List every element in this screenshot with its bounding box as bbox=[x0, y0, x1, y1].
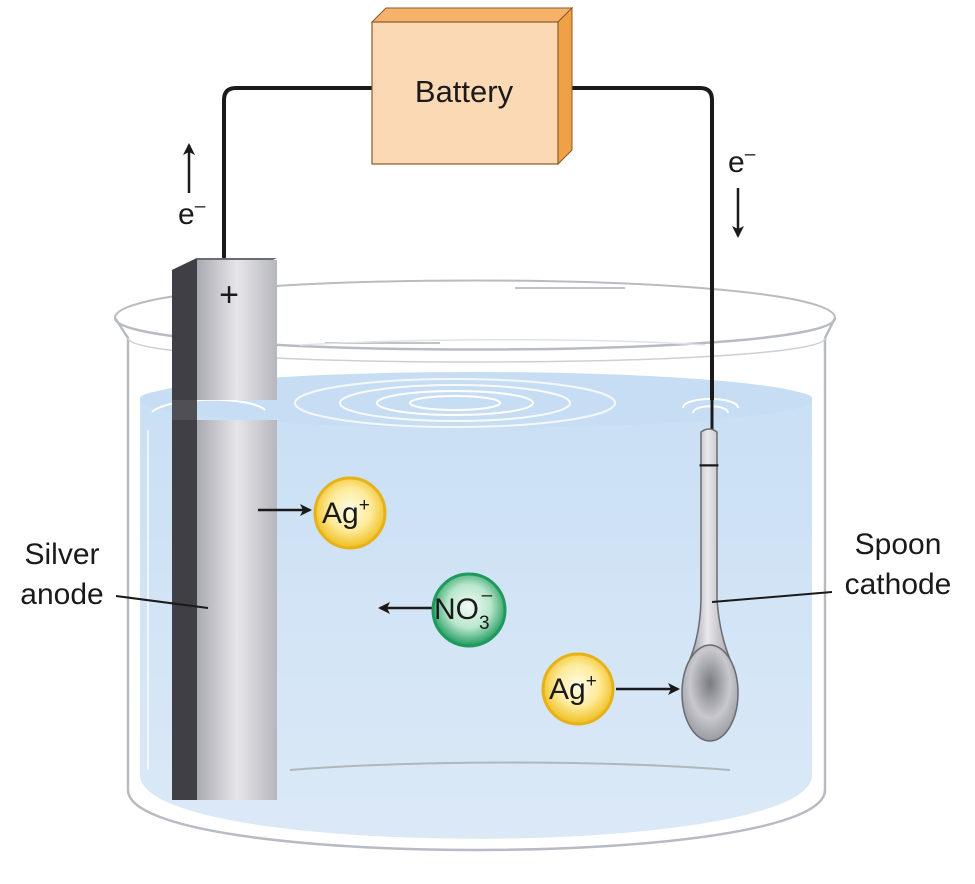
silver-ion-top-label: Ag+ bbox=[322, 495, 370, 530]
battery: Battery bbox=[370, 6, 574, 166]
anode-sign: + bbox=[219, 276, 239, 314]
electron-flow-right: e– bbox=[728, 144, 756, 238]
beaker-back-rim bbox=[114, 279, 836, 319]
battery-label: Battery bbox=[415, 74, 514, 109]
spoon-bowl bbox=[681, 644, 739, 742]
electron-flow-left: e– bbox=[178, 143, 206, 231]
anode-label-line2: anode bbox=[20, 578, 103, 611]
solution-surface bbox=[140, 372, 812, 428]
wire-left bbox=[222, 86, 375, 258]
electron-label-left: e– bbox=[178, 196, 206, 231]
silver-ion-top: Ag+ bbox=[313, 476, 387, 550]
anode-face bbox=[197, 260, 277, 400]
electron-label-right: e– bbox=[728, 144, 756, 179]
silver-anode: + bbox=[172, 258, 277, 800]
cathode-label-line1: Spoon bbox=[855, 528, 942, 561]
battery-top bbox=[370, 7, 574, 23]
nitrate-ion: NO3– bbox=[431, 572, 507, 648]
beaker-front-rim bbox=[113, 317, 837, 351]
silver-ion-bottom: Ag+ bbox=[541, 652, 615, 726]
battery-face bbox=[371, 21, 559, 165]
silver-ion-bottom-label: Ag+ bbox=[549, 671, 597, 706]
wire-right bbox=[565, 86, 714, 400]
cathode-sign: – bbox=[700, 444, 719, 482]
beaker-wall bbox=[113, 317, 837, 852]
anode-label-line1: Silver bbox=[24, 538, 99, 571]
cathode-callout: Spoon cathode bbox=[711, 528, 952, 603]
spoon-handle bbox=[684, 428, 736, 669]
spoon-cathode: – bbox=[681, 428, 739, 742]
anode-face-submerged bbox=[197, 420, 277, 800]
circuit-wires bbox=[222, 86, 714, 432]
nitrate-ion-label: NO3– bbox=[434, 585, 493, 634]
ion-arrows bbox=[258, 504, 680, 695]
battery-side bbox=[557, 6, 573, 166]
anode-callout: Silver anode bbox=[20, 538, 209, 611]
cathode-label-line2: cathode bbox=[845, 568, 952, 601]
